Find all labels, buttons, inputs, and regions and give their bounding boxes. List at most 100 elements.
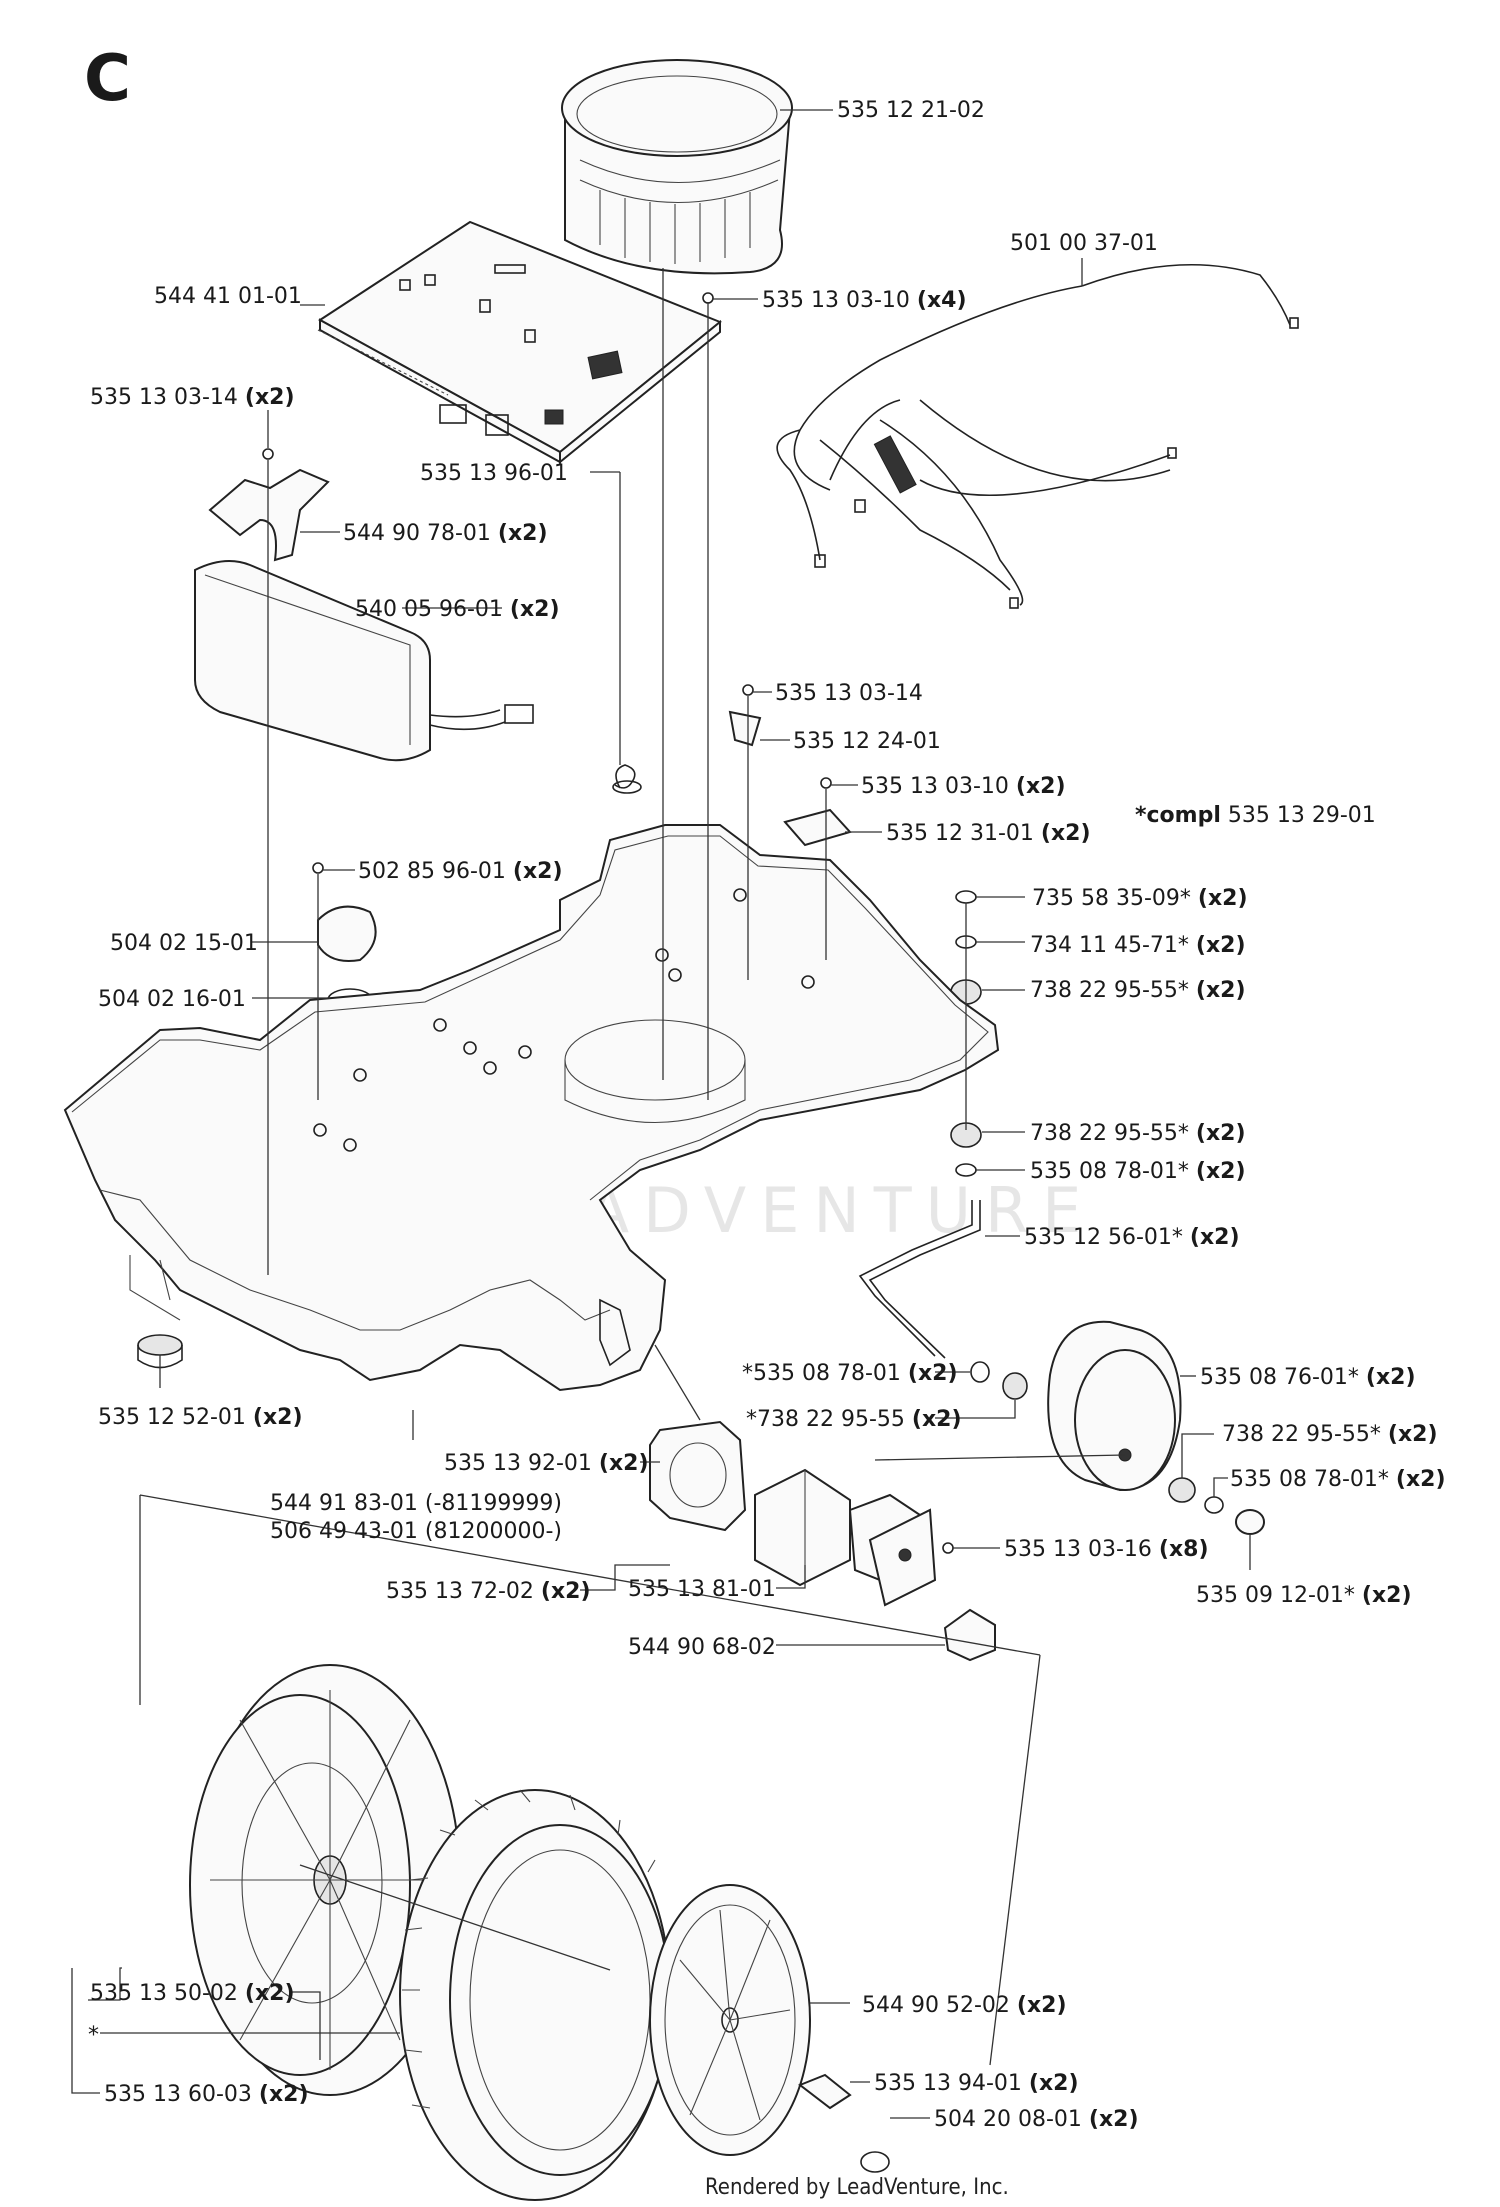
part-number: 535 13 60-03 (104, 2082, 252, 2107)
label-l11: 535 13 03-10 (x2) (861, 774, 1066, 799)
part-quantity: (x2) (1366, 1365, 1416, 1390)
part-number: 535 12 24-01 (793, 729, 941, 754)
label-l30: 506 49 43-01 (81200000-) (270, 1519, 562, 1544)
part-number: 535 08 76-01* (1200, 1365, 1359, 1390)
label-l28: 535 08 78-01* (x2) (1230, 1467, 1446, 1492)
label-l03: 544 41 01-01 (154, 284, 302, 309)
part-quantity: (x2) (245, 1981, 295, 2006)
part-quantity: (x2) (912, 1407, 962, 1432)
part-number: 544 41 01-01 (154, 284, 302, 309)
label-l36: 535 13 50-02 (x2) (90, 1981, 295, 2006)
battery-drawing (194, 560, 534, 762)
part-quantity: (x2) (1362, 1583, 1412, 1608)
reference-frame (139, 268, 1126, 2066)
hub-cap-drawing (649, 1884, 890, 2173)
part-number: 535 12 56-01* (1024, 1225, 1183, 1250)
part-number: 535 09 12-01* (1196, 1583, 1355, 1608)
label-l23: 535 08 76-01* (x2) (1200, 1365, 1416, 1390)
part-quantity: (x2) (498, 521, 548, 546)
part-number: 535 12 52-01 (98, 1405, 246, 1430)
label-l18: 504 02 16-01 (98, 987, 246, 1012)
label-l38: * (88, 2023, 99, 2048)
wire-harness-drawing (776, 263, 1299, 609)
part-quantity: (x4) (917, 288, 967, 313)
part-number: 535 13 50-02 (90, 1981, 238, 2006)
label-l08: 540 05 96-01 (x2) (355, 597, 560, 622)
part-number: 738 22 95-55* (1222, 1422, 1381, 1447)
motor-assembly-drawing (649, 1420, 996, 1662)
label-l25: 535 12 52-01 (x2) (98, 1405, 303, 1430)
section-letter: C (84, 42, 131, 116)
part-quantity: (x2) (599, 1451, 649, 1476)
label-l15: 504 02 15-01 (110, 931, 258, 956)
label-l29: 544 91 83-01 (-81199999) (270, 1491, 562, 1516)
label-l39: 535 13 94-01 (x2) (874, 2071, 1079, 2096)
label-l10: 535 12 24-01 (793, 729, 941, 754)
label-l16: 734 11 45-71* (x2) (1030, 933, 1246, 958)
part-quantity: (x2) (1196, 1121, 1246, 1146)
leader-lines (71, 109, 1251, 2119)
label-l09: 535 13 03-14 (775, 681, 923, 706)
part-number: 506 49 43-01 (81200000-) (270, 1519, 562, 1544)
part-number: 535 08 78-01* (1030, 1159, 1189, 1184)
part-number: 535 13 03-14 (775, 681, 923, 706)
part-quantity: (x2) (1016, 774, 1066, 799)
part-number: 535 13 03-10 (762, 288, 910, 313)
label-l27: 535 13 92-01 (x2) (444, 1451, 649, 1476)
label-l26: 738 22 95-55* (x2) (1222, 1422, 1438, 1447)
part-quantity: (x2) (245, 385, 295, 410)
part-quantity: (x2) (513, 859, 563, 884)
part-number: 535 12 21-02 (837, 98, 985, 123)
part-number: 535 12 31-01 (886, 821, 1034, 846)
circuit-board-drawing (317, 220, 722, 465)
part-number: 535 13 03-16 (1004, 1537, 1152, 1562)
part-number: 535 13 03-14 (90, 385, 238, 410)
part-number: 535 08 78-01* (1230, 1467, 1389, 1492)
label-l20: 535 08 78-01* (x2) (1030, 1159, 1246, 1184)
part-quantity: (x2) (1041, 821, 1091, 846)
part-number: 535 13 81-01 (628, 1577, 776, 1602)
part-quantity: (x2) (908, 1361, 958, 1386)
label-l05: 535 13 03-14 (x2) (90, 385, 295, 410)
part-quantity: (x2) (1196, 1159, 1246, 1184)
compl-prefix: *compl (1135, 803, 1221, 828)
part-quantity: (x2) (1198, 886, 1248, 911)
label-l17: 738 22 95-55* (x2) (1030, 978, 1246, 1003)
cylinder-part-drawing (561, 59, 793, 275)
label-l21: 535 12 56-01* (x2) (1024, 1225, 1240, 1250)
battery-clip-drawing (208, 448, 330, 562)
part-number: 535 13 94-01 (874, 2071, 1022, 2096)
label-l19: 738 22 95-55* (x2) (1030, 1121, 1246, 1146)
label-l01: 535 12 21-02 (837, 98, 985, 123)
part-quantity: (x2) (1190, 1225, 1240, 1250)
footer-credit: Rendered by LeadVenture, Inc. (705, 2175, 1009, 2200)
part-number: 504 20 08-01 (934, 2107, 1082, 2132)
part-number: *535 08 78-01 (742, 1361, 901, 1386)
part-labels: 535 12 21-02 501 00 37-01 544 41 01-01 5… (88, 98, 1446, 2132)
label-l41: 504 20 08-01 (x2) (934, 2107, 1139, 2132)
label-l32: 535 13 81-01 (628, 1577, 776, 1602)
part-quantity: (x2) (1388, 1422, 1438, 1447)
part-number: * (88, 2023, 99, 2048)
part-number: 535 13 72-02 (386, 1579, 534, 1604)
part-number: 738 22 95-55* (1030, 978, 1189, 1003)
label-l31: 535 13 03-16 (x8) (1004, 1537, 1209, 1562)
part-number: 535 13 96-01 (420, 461, 568, 486)
part-quantity: (x2) (1196, 933, 1246, 958)
part-number: 504 02 16-01 (98, 987, 246, 1012)
part-number: 738 22 95-55* (1030, 1121, 1189, 1146)
part-number: 504 02 15-01 (110, 931, 258, 956)
part-number: 735 58 35-09* (1032, 886, 1191, 911)
part-quantity: (x2) (1396, 1467, 1446, 1492)
label-l13: 502 85 96-01 (x2) (358, 859, 563, 884)
part-number: 544 91 83-01 (-81199999) (270, 1491, 562, 1516)
chassis-drawing (63, 824, 1000, 1392)
part-number: 544 90 68-02 (628, 1635, 776, 1660)
part-quantity: (x2) (253, 1405, 303, 1430)
part-number: 540 05 96-01 (355, 597, 503, 622)
label-l12: 535 12 31-01 (x2) (886, 821, 1091, 846)
part-quantity: (x8) (1159, 1537, 1209, 1562)
compl-note: *compl 535 13 29-01 (1135, 803, 1376, 828)
part-quantity: (x2) (510, 597, 560, 622)
label-l14: 735 58 35-09* (x2) (1032, 886, 1248, 911)
